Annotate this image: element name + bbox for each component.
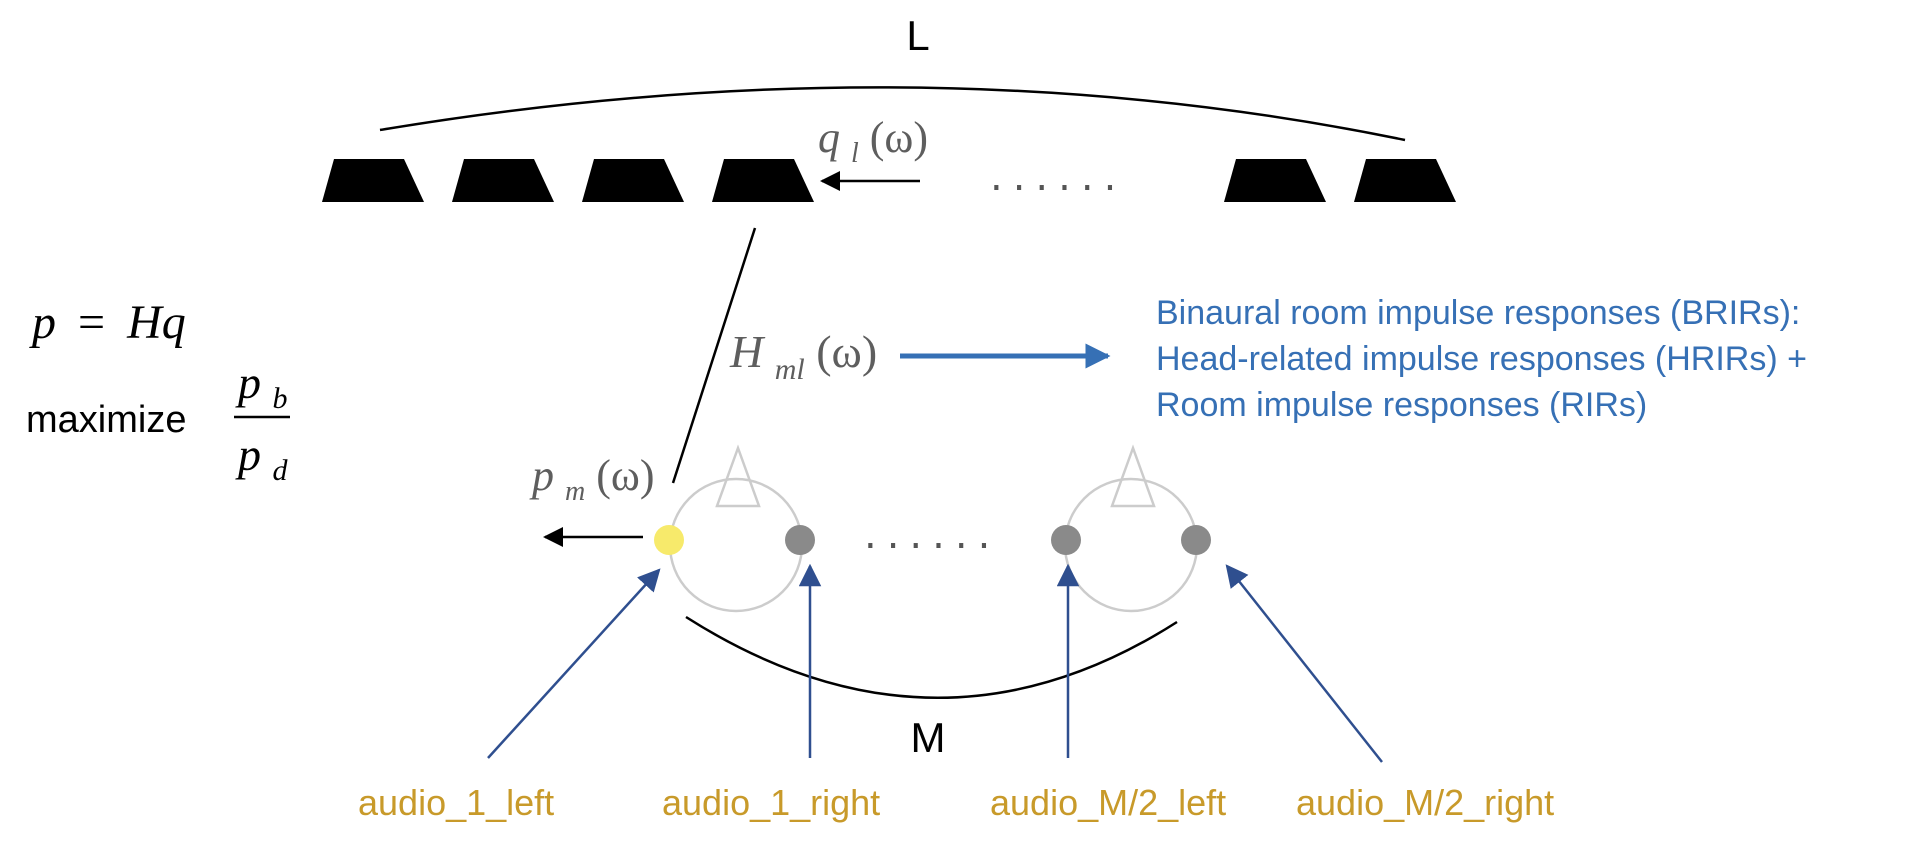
speaker-signal-arg: (ω)	[870, 113, 928, 162]
equation-equals: =	[78, 296, 105, 349]
brir-line-2: Head-related impulse responses (HRIRs) +	[1156, 340, 1807, 378]
equation-lhs: p	[29, 296, 56, 349]
microphone-m-right	[1181, 525, 1211, 555]
head-outline	[668, 477, 804, 613]
loudspeaker-icon	[1224, 159, 1326, 202]
nose-triangle	[1110, 444, 1156, 508]
loudspeaker-icon	[712, 159, 814, 202]
mic-signal-symbol: p	[529, 451, 554, 500]
array-span-arc-bottom	[685, 615, 1178, 699]
system-equation: p = Hq	[29, 296, 186, 349]
transfer-path-line	[671, 227, 757, 484]
mic-signal-label: p m (ω)	[529, 451, 655, 510]
loudspeaker-icon	[322, 159, 424, 202]
transfer-function-symbol: H	[729, 326, 766, 377]
denominator-subscript: d	[273, 454, 289, 487]
equation-rhs: Hq	[126, 296, 186, 349]
audio-m-left-label: audio_M/2_left	[990, 782, 1226, 823]
speaker-signal-subscript: l	[851, 138, 859, 169]
transfer-function-subscript: ml	[775, 353, 805, 386]
array-span-arc-top	[379, 86, 1406, 142]
numerator-subscript: b	[273, 382, 288, 415]
listener-head-1	[668, 444, 804, 613]
loudspeaker-icon	[1354, 159, 1456, 202]
brir-line-1: Binaural room impulse responses (BRIRs):	[1156, 294, 1800, 332]
audio-m-right-label: audio_M/2_right	[1296, 782, 1554, 823]
array-size-label-m: M	[911, 714, 946, 761]
mic-ellipsis: ......	[864, 512, 1000, 558]
audio-1-left-label: audio_1_left	[358, 782, 554, 823]
denominator-symbol: p	[235, 429, 261, 480]
audio-1-left-arrow	[487, 568, 661, 759]
transfer-function-arg: (ω)	[816, 326, 877, 377]
audio-m-right-arrow	[1225, 564, 1383, 763]
objective-verb: maximize	[26, 399, 186, 441]
mic-signal-arg: (ω)	[596, 451, 654, 500]
objective-numerator: p b	[235, 357, 288, 415]
loudspeaker-icon	[582, 159, 684, 202]
array-size-label-l: L	[906, 12, 929, 59]
brir-line-3: Room impulse responses (RIRs)	[1156, 386, 1647, 424]
transfer-function-label: H ml (ω)	[729, 326, 877, 389]
nose-triangle	[715, 444, 761, 508]
microphone-1-right	[785, 525, 815, 555]
audio-1-right-label: audio_1_right	[662, 782, 880, 823]
head-outline	[1063, 477, 1199, 613]
microphone-1-left	[654, 525, 684, 555]
microphone-m-left	[1051, 525, 1081, 555]
numerator-symbol: p	[235, 357, 261, 408]
speaker-signal-label: q l (ω)	[818, 113, 928, 172]
loudspeaker-array	[322, 159, 1456, 202]
objective-denominator: p d	[235, 429, 289, 487]
speaker-signal-symbol: q	[818, 113, 840, 162]
loudspeaker-icon	[452, 159, 554, 202]
speaker-ellipsis: ......	[990, 154, 1126, 200]
mic-signal-subscript: m	[565, 476, 585, 507]
brir-description: Binaural room impulse responses (BRIRs):…	[1156, 294, 1807, 424]
listener-head-2	[1063, 444, 1199, 613]
